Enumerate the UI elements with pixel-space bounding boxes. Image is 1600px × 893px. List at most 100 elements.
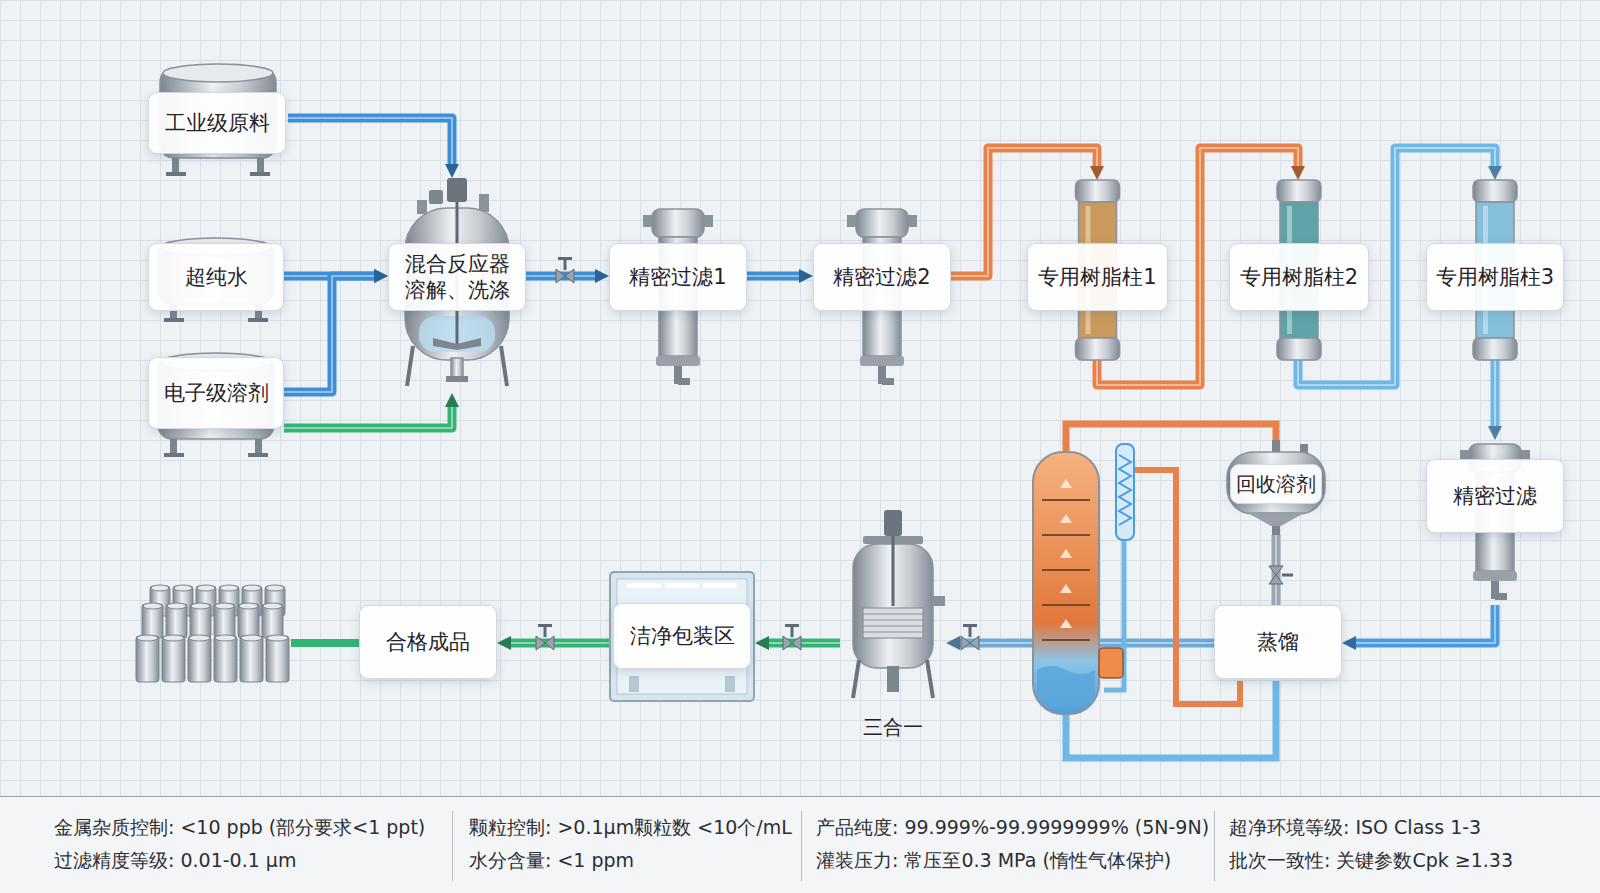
diagram-part xyxy=(1042,604,1090,606)
drum xyxy=(266,636,289,682)
diagram-part xyxy=(1246,512,1306,526)
label-area: 三合一 xyxy=(840,710,946,745)
spec-note: 灌装压力: 常压至0.3 MPa (惰性气体保护) xyxy=(816,848,1171,874)
pipe-highlight xyxy=(747,275,799,277)
mixing-reactor: 混合反应器 溶解、洗涤 xyxy=(388,178,526,393)
diagram-part xyxy=(172,158,179,174)
label-card: 工业级原料 xyxy=(148,92,286,154)
node-label: 精密过滤1 xyxy=(629,264,726,290)
pipe-highlight xyxy=(284,276,374,392)
pipe-highlight xyxy=(288,118,452,164)
node-label: 蒸馏 xyxy=(1257,629,1299,655)
diagram-part xyxy=(882,378,894,385)
feed-tank: 工业级原料 xyxy=(148,56,288,176)
pipe-connector xyxy=(288,118,452,164)
drum-lid xyxy=(191,603,210,609)
diagram-part xyxy=(538,624,552,627)
diagram-part xyxy=(1269,566,1283,584)
diagram-part xyxy=(170,439,177,455)
diagram-part xyxy=(908,215,917,227)
distillation-column xyxy=(1033,452,1099,714)
column-trays xyxy=(1042,500,1090,640)
resin-column: 专用树脂柱3 xyxy=(1426,180,1564,360)
diagram-part xyxy=(501,346,507,386)
diagram-part xyxy=(1227,452,1325,514)
diagram-part xyxy=(1495,593,1507,600)
diagram-part xyxy=(417,200,427,214)
diagram-part xyxy=(536,636,554,650)
node-label: 专用树脂柱3 xyxy=(1436,264,1554,290)
pipe-highlight xyxy=(511,642,609,644)
drum-lid xyxy=(241,635,262,641)
drum-lid xyxy=(163,635,184,641)
diagram-part xyxy=(255,439,262,455)
diagram-part xyxy=(783,636,801,650)
pipe-connector xyxy=(1356,605,1495,643)
diagram-part xyxy=(429,190,443,204)
solvent-tank: 电子级溶剂 xyxy=(148,345,284,457)
drum-lid xyxy=(197,585,215,591)
diagram-part xyxy=(785,624,799,627)
label-card: 专用树脂柱3 xyxy=(1426,243,1564,311)
diagram-part xyxy=(703,583,737,588)
water-tank: 超纯水 xyxy=(148,230,284,322)
node-label: 专用树脂柱1 xyxy=(1038,264,1156,290)
pipe-highlight xyxy=(284,407,452,428)
label-card: 精密过滤 xyxy=(1426,459,1564,533)
diagram-part xyxy=(887,666,899,692)
clean-room: 洁净包装区 xyxy=(609,571,755,702)
node-label: 合格成品 xyxy=(386,629,470,655)
divider xyxy=(452,811,453,881)
diagram-part xyxy=(257,158,264,174)
diagram-part xyxy=(447,178,467,202)
diagram-part xyxy=(1282,574,1293,577)
pipe xyxy=(288,118,452,164)
pipe xyxy=(284,407,452,428)
diagram-part xyxy=(629,676,639,692)
spec-note: 水分含量: <1 ppm xyxy=(469,848,634,874)
reboiler xyxy=(1099,648,1123,678)
diagram-part xyxy=(564,259,567,270)
diagram-part xyxy=(665,583,699,588)
drum xyxy=(166,604,187,638)
spec-note: 颗粒控制: >0.1µm颗粒数 <10个/mL xyxy=(469,815,792,841)
process-box: 蒸馏 xyxy=(1214,605,1342,679)
drum-lid xyxy=(220,585,238,591)
diagram-part xyxy=(446,376,468,382)
vapor-arrows xyxy=(1060,479,1072,628)
diagram-part xyxy=(643,215,652,227)
drum-lid xyxy=(189,635,210,641)
diagram-part xyxy=(1473,338,1517,360)
pipe xyxy=(284,276,374,392)
diagram-part xyxy=(250,172,270,176)
diagram-part xyxy=(163,64,273,82)
product-pipe xyxy=(291,639,359,647)
pipe-highlight xyxy=(769,642,840,644)
valve xyxy=(556,257,574,283)
diagram-part xyxy=(164,318,184,322)
equipment-art xyxy=(840,510,946,745)
node-label: 超纯水 xyxy=(185,264,248,290)
drum xyxy=(188,636,211,682)
label-card: 专用树脂柱1 xyxy=(1027,243,1168,311)
label-card: 电子级溶剂 xyxy=(148,357,284,429)
pipe xyxy=(511,639,609,648)
diagram-part xyxy=(617,579,747,694)
product-drums xyxy=(136,585,289,682)
diagram-part xyxy=(1060,549,1072,558)
diagram-part xyxy=(166,172,186,176)
diagram-part xyxy=(556,269,574,283)
pipe-connector xyxy=(284,276,374,392)
diagram-part xyxy=(1060,479,1072,488)
pipe-connector xyxy=(769,643,840,644)
drum xyxy=(214,604,235,638)
node-label: 洁净包装区 xyxy=(630,623,735,649)
drum-lid xyxy=(215,635,236,641)
label-card: 混合反应器 溶解、洗涤 xyxy=(388,243,526,311)
diagram-part xyxy=(704,215,713,227)
drum xyxy=(136,636,159,682)
label-card: 回收溶剂 xyxy=(1230,464,1322,504)
diagram-part xyxy=(933,596,945,606)
diagram-part xyxy=(1060,514,1072,523)
